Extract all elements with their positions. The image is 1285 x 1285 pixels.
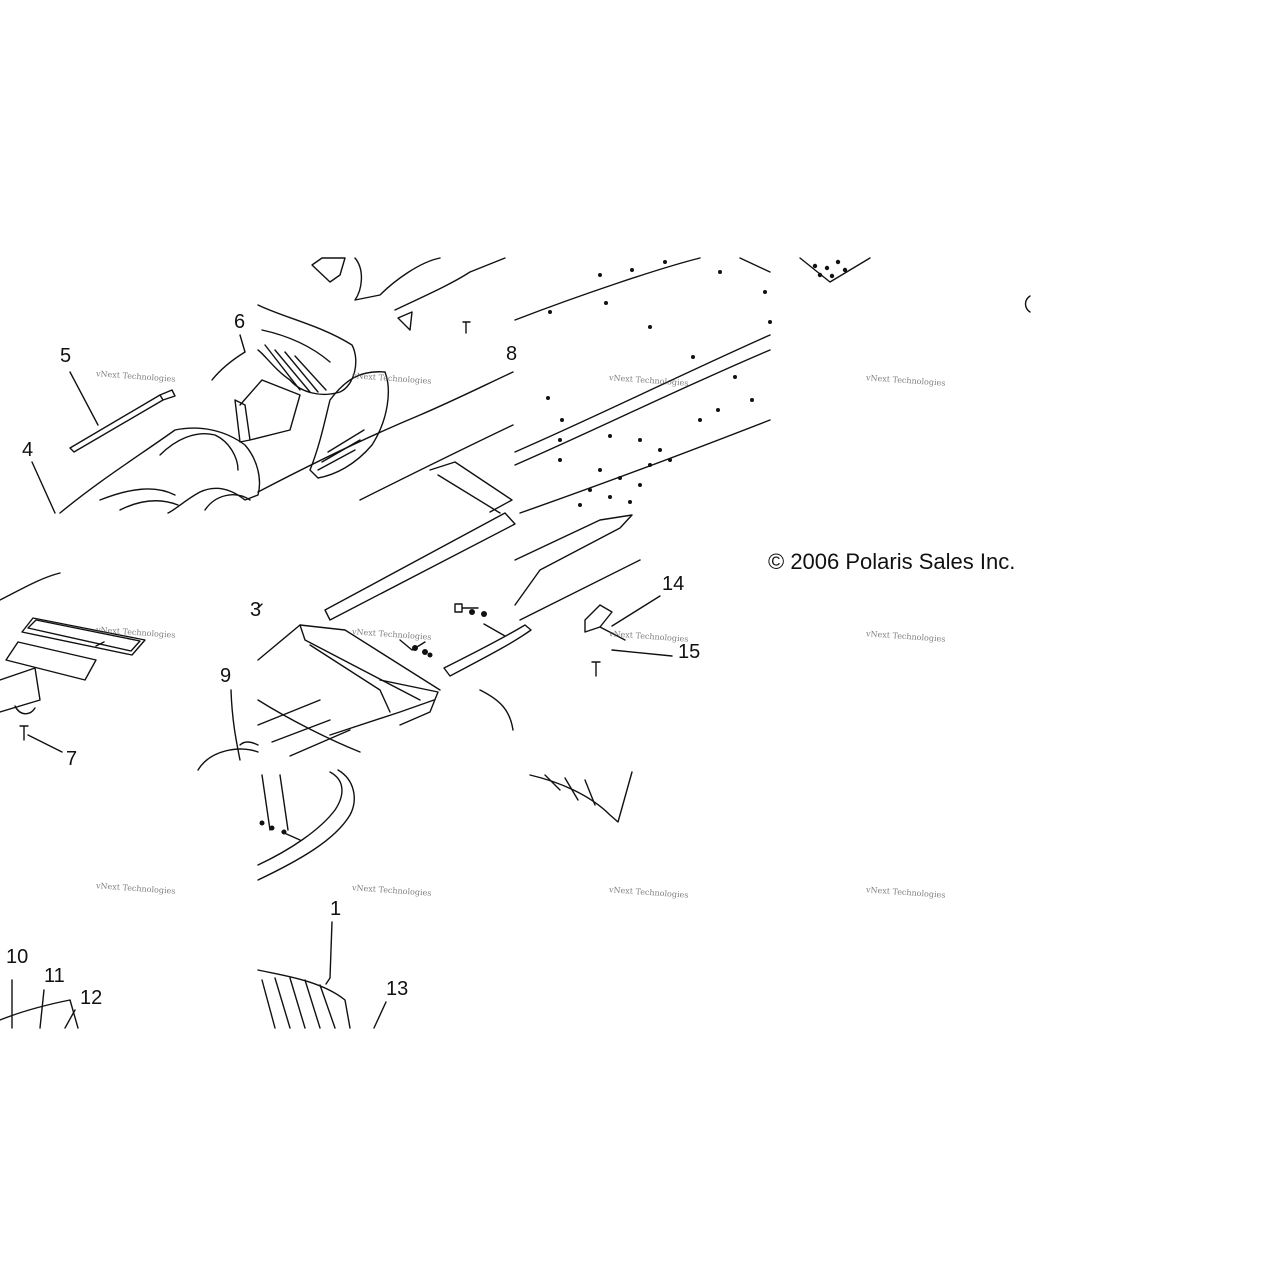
mount-bracket-14 xyxy=(584,604,626,641)
callout-12: 12 xyxy=(80,987,103,1009)
screw-7-icon xyxy=(19,725,29,741)
callout-15: 15 xyxy=(678,641,701,663)
callout-7: 7 xyxy=(66,748,78,770)
bolt-icon xyxy=(454,603,479,613)
tunnel-holes xyxy=(546,260,772,507)
taillight-lens-part xyxy=(0,572,146,715)
arc-fragment xyxy=(1024,295,1031,313)
callout-6: 6 xyxy=(234,311,246,333)
leader-7 xyxy=(27,734,63,753)
flap-13 xyxy=(257,969,351,1029)
leader-4 xyxy=(31,461,56,514)
callout-14: 14 xyxy=(662,573,685,595)
callout-11: 11 xyxy=(44,965,65,987)
snowflap-part xyxy=(529,771,633,823)
callout-9: 9 xyxy=(220,665,232,687)
leader-15 xyxy=(611,649,673,657)
leader-14 xyxy=(611,595,661,627)
bumper-washers xyxy=(259,820,287,835)
flap-10-12 xyxy=(0,979,79,1029)
washers xyxy=(412,609,487,658)
tunnel-top-part xyxy=(257,257,514,501)
leader-5 xyxy=(69,371,99,426)
tunnel-plate-part xyxy=(429,257,771,514)
callout-5: 5 xyxy=(60,345,72,367)
callout-10: 10 xyxy=(6,946,29,968)
tube-part xyxy=(324,512,516,621)
leader-mount xyxy=(483,623,506,637)
callout-4: 4 xyxy=(22,439,34,461)
bolt-8-icon xyxy=(462,321,471,334)
callout-8: 8 xyxy=(506,343,518,365)
screw-15-icon xyxy=(591,661,601,677)
callout-1: 1 xyxy=(330,898,342,920)
screw-lens-icon xyxy=(95,641,105,647)
rear-frame-part xyxy=(257,624,441,757)
leader-9 xyxy=(230,689,241,761)
seat-base-part xyxy=(59,389,261,514)
leader-13 xyxy=(373,1001,387,1029)
corner-holes xyxy=(812,259,848,279)
leader-6 xyxy=(239,334,246,353)
callout-13: 13 xyxy=(386,978,409,1000)
crossmember-part xyxy=(443,514,641,731)
bumper-bar-part xyxy=(197,741,259,771)
leader-1 xyxy=(325,921,333,985)
leader-3 xyxy=(257,603,263,609)
callout-3: 3 xyxy=(250,599,262,621)
tunnel-corner-part xyxy=(799,257,871,283)
bumper-rail-part xyxy=(257,769,355,881)
rear-cowl-part xyxy=(211,304,389,479)
copyright-text: © 2006 Polaris Sales Inc. xyxy=(768,549,1016,574)
